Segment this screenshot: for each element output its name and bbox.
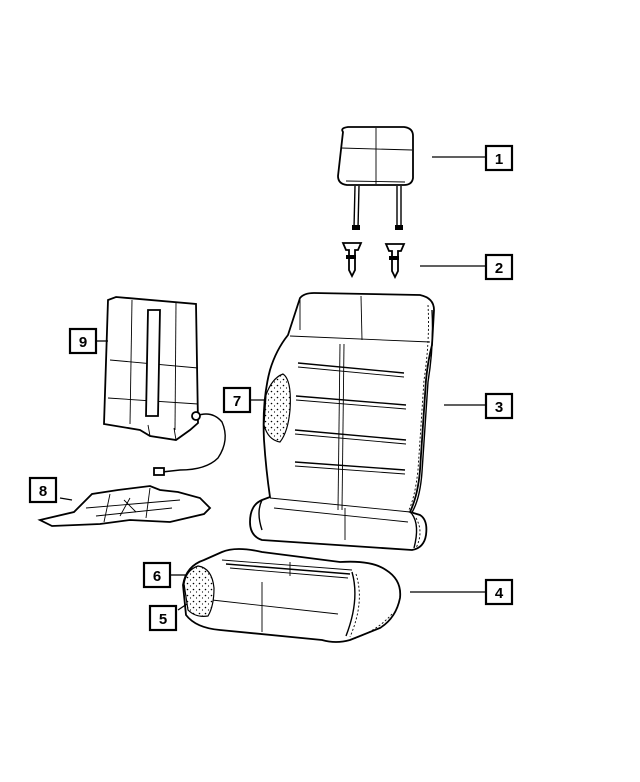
callout-label: 5	[159, 611, 167, 628]
callout-label: 7	[233, 393, 241, 410]
callout-7: 7	[222, 386, 252, 414]
cushion-foam-side[interactable]	[183, 565, 215, 617]
callout-5: 5	[148, 604, 178, 632]
callout-6: 6	[142, 561, 172, 589]
callout-9: 9	[68, 327, 98, 355]
seat-heater-pad-cushion[interactable]	[37, 485, 212, 527]
callout-label: 3	[495, 399, 503, 416]
seat-back[interactable]	[249, 292, 435, 551]
seat-cushion[interactable]	[182, 548, 402, 643]
callout-label: 2	[495, 260, 503, 277]
callout-2: 2	[484, 253, 514, 281]
headrest-guide-sleeves[interactable]	[341, 242, 406, 280]
callout-label: 9	[79, 334, 87, 351]
callout-4: 4	[484, 578, 514, 606]
callout-3: 3	[484, 392, 514, 420]
headrest[interactable]	[337, 126, 414, 230]
callout-label: 1	[495, 151, 503, 168]
seat-heater-pad-back[interactable]	[103, 296, 226, 476]
callout-label: 8	[39, 483, 47, 500]
callout-label: 4	[495, 585, 504, 602]
callout-8: 8	[28, 476, 58, 504]
callout-label: 6	[153, 568, 161, 585]
seat-back-foam[interactable]	[263, 373, 291, 443]
callout-1: 1	[484, 144, 514, 172]
